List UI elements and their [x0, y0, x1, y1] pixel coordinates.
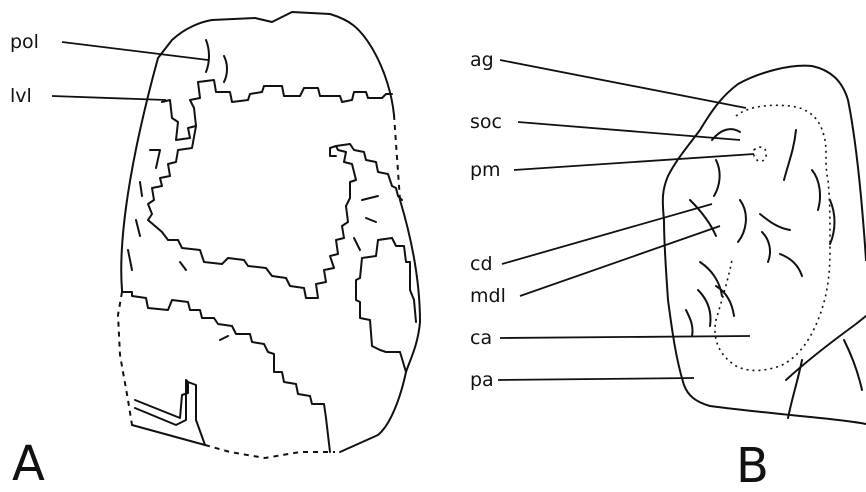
- leader-pa: [497, 377, 695, 381]
- specimen-a-drawing: [116, 11, 421, 460]
- leader-lvl: [51, 95, 167, 101]
- label-pm: pm: [470, 159, 501, 181]
- leader-soc: [517, 121, 741, 141]
- specimen-a-corner: [131, 424, 206, 446]
- label-cd: cd: [470, 253, 493, 275]
- specimen-b-drawing: [661, 64, 866, 425]
- label-lvl: lvl: [10, 85, 32, 107]
- panel-letter-b: B: [736, 438, 769, 492]
- label-ag: ag: [470, 49, 494, 71]
- specimen-a-dashed-edge-left: [116, 291, 133, 426]
- leader-pol: [61, 41, 209, 61]
- specimen-b-outline: [661, 64, 866, 425]
- specimen-b-interior-strokes: [685, 128, 836, 337]
- leader-ag: [499, 59, 747, 109]
- leader-mdl: [519, 225, 721, 297]
- specimen-a-small-strokes: [179, 39, 229, 341]
- specimen-a-dashed-edge-bottom: [204, 444, 335, 460]
- specimen-a-dashed-edge-right: [393, 114, 401, 201]
- specimen-a-upper-crack: [161, 79, 393, 141]
- specimen-b-fracture: [785, 315, 866, 419]
- label-pol: pol: [10, 31, 39, 53]
- specimen-b-pm-dot: [753, 146, 768, 163]
- specimen-a-left-fragments: [127, 149, 161, 271]
- label-ca: ca: [470, 327, 492, 349]
- specimen-a-right-block: [355, 237, 417, 373]
- specimen-a-outline: [120, 11, 421, 453]
- specimen-a-right-marks: [353, 195, 379, 251]
- specimen-a-lower-crack: [121, 291, 331, 453]
- specimen-a-central-crack: [147, 125, 357, 299]
- leader-cd: [501, 203, 713, 265]
- leader-ca: [499, 335, 751, 339]
- label-pa: pa: [470, 369, 494, 391]
- specimen-a-bottom-fragment: [134, 379, 206, 446]
- label-soc: soc: [470, 111, 502, 133]
- panel-letter-a: A: [12, 436, 45, 492]
- specimen-b-dotted-area: [714, 104, 831, 372]
- leader-pm: [513, 153, 755, 171]
- label-mdl: mdl: [470, 285, 506, 307]
- specimen-a-right-inner-crack: [335, 143, 403, 201]
